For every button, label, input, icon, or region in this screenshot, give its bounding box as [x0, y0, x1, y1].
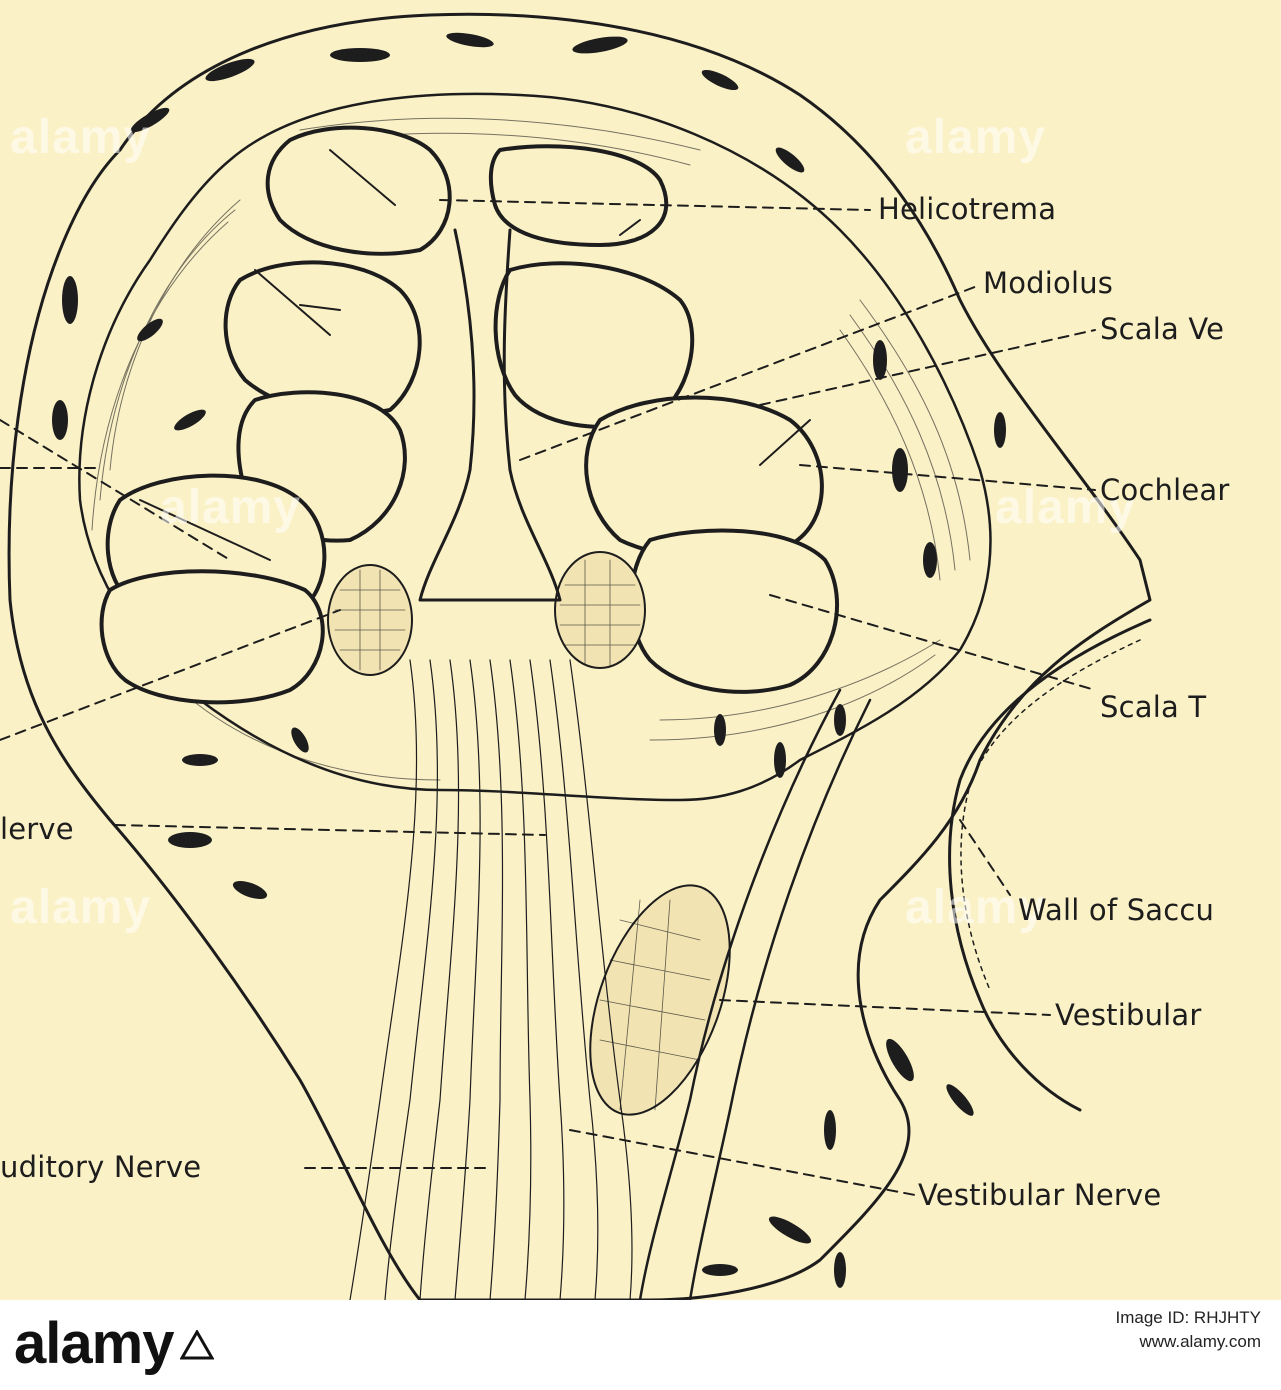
leader-nerve — [114, 824, 546, 836]
nerve-fibres — [349, 659, 872, 1300]
bone-speckles — [52, 32, 1006, 1288]
label-vestibular: Vestibular — [1055, 998, 1202, 1032]
illustration-plate: alamy alamy alamy alamy alamy alamy Heli… — [0, 0, 1281, 1300]
source-site: www.alamy.com — [1139, 1332, 1261, 1351]
leader-vestibular-nerve — [569, 1129, 916, 1196]
watermark: alamy — [10, 881, 152, 934]
lamellar-hatching — [91, 117, 971, 781]
chamber-apex-right — [488, 144, 669, 247]
label-wall-of-sacculus: Wall of Saccu — [1018, 893, 1215, 927]
chamber-upper-left — [223, 260, 422, 416]
label-vestibular-nerve: Vestibular Nerve — [918, 1178, 1162, 1212]
label-auditory-nerve: uditory Nerve — [0, 1150, 202, 1184]
sacculus-wall — [948, 618, 1152, 1112]
watermark: alamy — [10, 111, 152, 164]
chamber-apex-left — [265, 125, 452, 256]
leader-left-top — [0, 419, 231, 561]
label-helicotrema: Helicotrema — [878, 192, 1057, 226]
partitions — [139, 149, 811, 561]
label-cochlear: Cochlear — [1100, 473, 1230, 507]
footer-bar: alamy Image ID: RHJHTY www.alamy.com — [0, 1300, 1281, 1390]
watermark: alamy — [905, 881, 1047, 934]
leader-scala-tympani — [769, 594, 1096, 691]
leader-wall-sacculus — [959, 819, 1011, 896]
chamber-base-left — [99, 569, 325, 705]
label-scala-vestibuli: Scala Ve — [1100, 312, 1225, 346]
watermark: alamy — [905, 111, 1047, 164]
watermark: alamy — [995, 481, 1137, 534]
leader-cochlear — [799, 464, 1096, 491]
label-modiolus: Modiolus — [983, 266, 1114, 300]
ganglion-cell-grid — [334, 559, 711, 1111]
inner-capsule-contour — [78, 92, 992, 802]
alamy-logo: alamy — [14, 1311, 174, 1376]
modiolus-column — [418, 228, 562, 602]
image-id-block: Image ID: RHJHTY www.alamy.com — [1116, 1306, 1261, 1354]
outer-capsule-outline — [7, 12, 1152, 1300]
leader-lines — [0, 199, 1096, 1196]
label-scala-tympani: Scala T — [1100, 690, 1207, 724]
label-nerve: lerve — [0, 812, 74, 846]
leader-scala-vestibuli — [759, 329, 1096, 406]
watermark: alamy — [160, 481, 302, 534]
cochlear-chambers — [99, 125, 840, 705]
image-id: Image ID: RHJHTY — [1115, 1308, 1261, 1327]
leader-helicotrema — [439, 199, 871, 211]
leader-left-low — [0, 609, 341, 741]
cochlea-section-drawing — [0, 12, 1152, 1300]
leader-vestibular — [719, 999, 1051, 1016]
alamy-logo-mark-icon — [180, 1330, 214, 1360]
chamber-base-right — [629, 528, 840, 694]
leader-modiolus — [519, 284, 981, 461]
